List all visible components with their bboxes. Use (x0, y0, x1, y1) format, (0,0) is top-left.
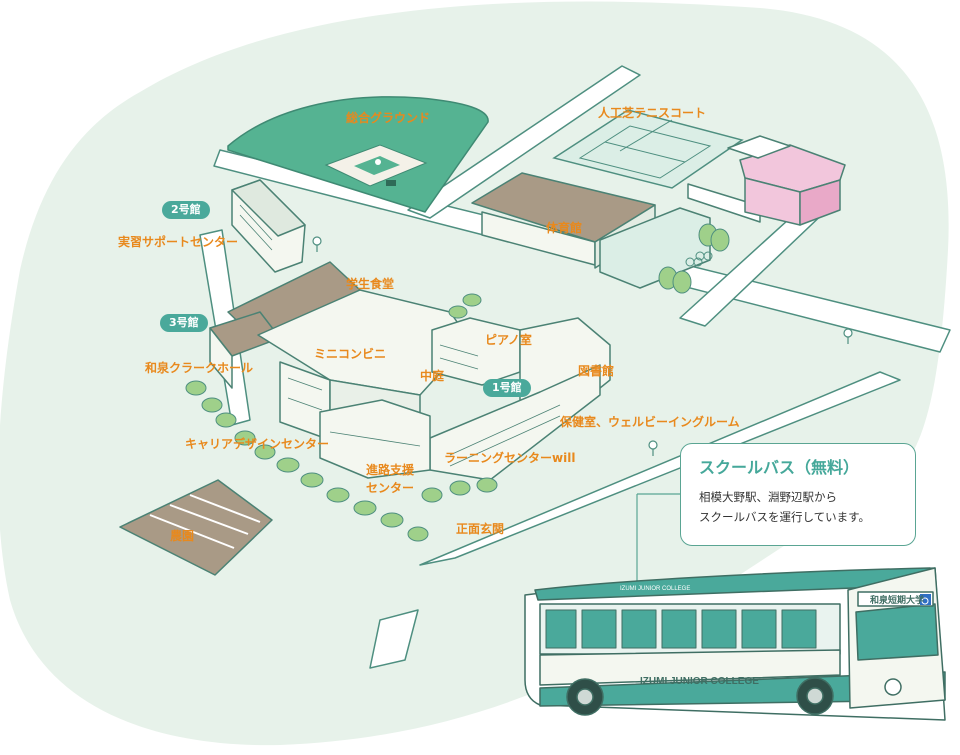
label-health: 保健室、ウェルビーイングルーム (560, 415, 740, 429)
label-library: 図書館 (578, 364, 615, 378)
label-cafeteria: 学生食堂 (346, 277, 395, 291)
label-learning: ラーニングセンターwill (444, 451, 576, 465)
building-3 (209, 261, 361, 389)
gymnasium (471, 172, 711, 289)
label-career: キャリアデザインセンター (185, 437, 330, 451)
label-piano: ピアノ室 (485, 333, 532, 347)
hedge (185, 293, 498, 542)
bus-side-text: IZUMI JUNIOR COLLEGE (640, 676, 759, 687)
label-shinro-1: 進路支援 (366, 463, 415, 477)
label-clark-hall: 和泉クラークホール (145, 361, 254, 375)
label-farm: 農園 (170, 529, 195, 543)
wheelchair-icon (920, 594, 931, 605)
main-building (257, 289, 611, 481)
label-gym: 体育館 (546, 221, 583, 235)
ground-field (227, 96, 489, 213)
pink-building (687, 135, 846, 226)
bus-front-sign: 和泉短期大学 (869, 594, 924, 606)
tennis-courts (552, 109, 744, 189)
bicycle-icon (685, 251, 713, 267)
tag-building-2: 2号館 (162, 201, 210, 219)
label-tennis: 人工芝テニスコート (598, 106, 707, 120)
label-courtyard: 中庭 (420, 369, 445, 383)
tree-icon (658, 223, 730, 294)
tag-building-1: 1号館 (483, 379, 531, 397)
bus-info-line-1: 相模大野駅、淵野辺駅から (699, 490, 837, 504)
bus-info-bubble: スクールバス（無料） 相模大野駅、淵野辺駅から スクールバスを運行しています。 (680, 443, 916, 546)
bus-info-line-2: スクールバスを運行しています。 (699, 510, 871, 524)
label-ground: 総合グラウンド (346, 111, 431, 125)
bus-info-title: スクールバス（無料） (699, 458, 860, 477)
label-support-center: 実習サポートセンター (118, 235, 239, 249)
farm-field (119, 479, 273, 576)
bus-roof-text: IZUMI JUNIOR COLLEGE (620, 586, 690, 592)
building-2 (231, 179, 306, 273)
tag-building-3: 3号館 (160, 314, 208, 332)
location-pin-icon (312, 236, 853, 456)
label-convenience: ミニコンビニ (314, 347, 387, 361)
label-entrance: 正面玄関 (456, 522, 505, 536)
label-shinro-2: センター (366, 481, 415, 495)
school-bus (524, 567, 946, 721)
